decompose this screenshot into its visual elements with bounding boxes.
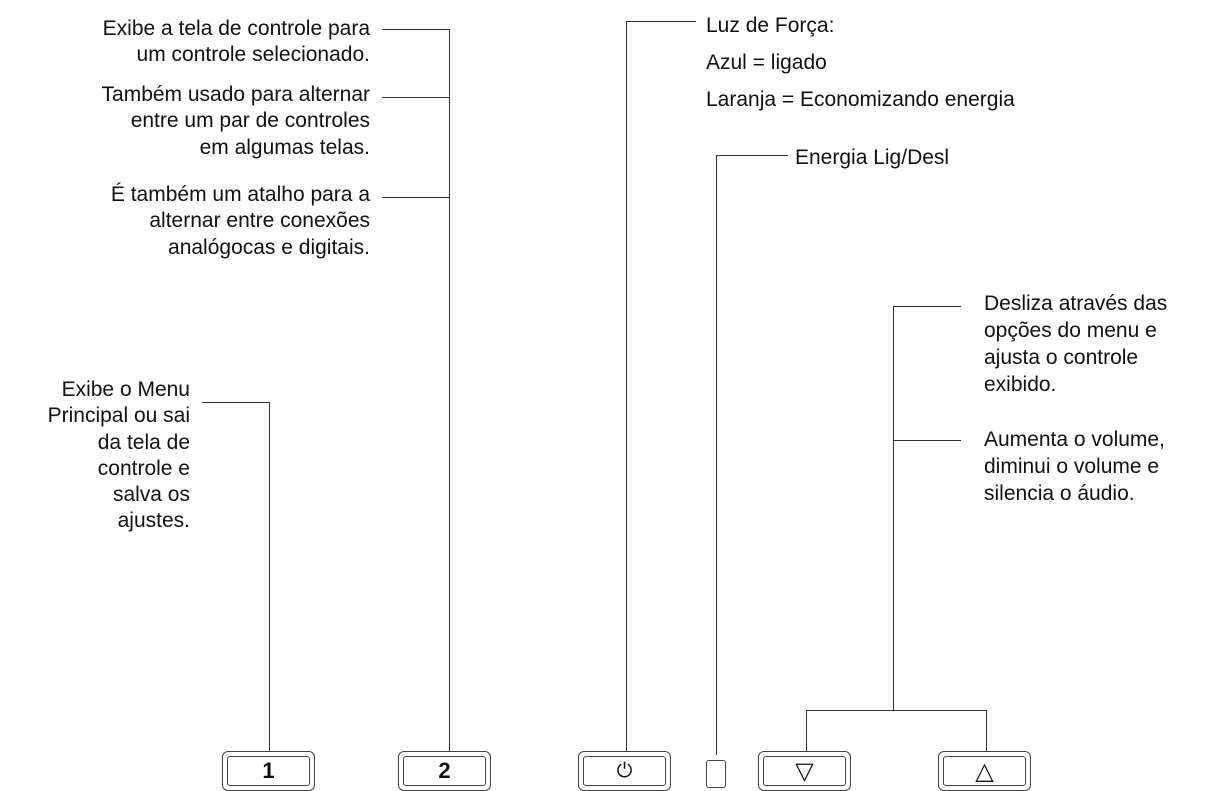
leader-line-shortcut: [382, 197, 450, 198]
annotation-shortcut: É também um atalho para a alternar entre…: [10, 182, 370, 261]
down-arrow-icon: ▽: [763, 756, 846, 786]
annotation-power-switch: Energia Lig/Desl: [795, 146, 950, 169]
annotation-line: Exibe a tela de controle para: [102, 17, 370, 40]
leader-line-scroll: [893, 306, 961, 307]
annotation-line: Luz de Força:: [706, 14, 835, 37]
annotation-line: diminui o volume e: [984, 455, 1160, 478]
annotation-display-screen: Exibe a tela de controle para um control…: [10, 16, 370, 69]
leader-line-arrows-trunk: [893, 306, 894, 710]
button-1-label: 1: [227, 756, 310, 786]
button-2-label: 2: [403, 756, 486, 786]
annotation-line: exibido.: [984, 373, 1057, 396]
leader-line-power-switch: [716, 155, 788, 156]
annotation-volume: Aumenta o volume, diminui o volume e sil…: [984, 426, 1165, 507]
power-led: [706, 760, 726, 788]
annotation-line: alternar entre conexões: [149, 209, 370, 233]
annotation-line: Laranja = Economizando energia: [706, 88, 1015, 111]
annotation-main-menu: Exibe o Menu Principal ou sai da tela de…: [0, 377, 190, 535]
annotation-line: ajustes.: [117, 509, 190, 533]
leader-line-power-button: [626, 21, 627, 754]
leader-line-display-screen: [382, 29, 450, 30]
leader-line-button-1: [269, 402, 270, 754]
leader-line-power-light: [626, 21, 696, 22]
power-button[interactable]: ⏻: [578, 751, 671, 791]
annotation-line: da tela de: [97, 430, 190, 454]
button-2[interactable]: 2: [398, 751, 491, 791]
annotation-line: em algumas telas.: [199, 135, 370, 159]
annotation-line: entre um par de controles: [130, 109, 370, 133]
annotation-line: controle e: [97, 456, 190, 480]
annotation-line: É também um atalho para a: [110, 183, 370, 206]
leader-line-down-button: [806, 710, 807, 754]
annotation-toggle-pair: Também usado para alternar entre um par …: [10, 82, 370, 161]
power-icon: ⏻: [583, 756, 666, 786]
leader-line-toggle-pair: [382, 97, 450, 98]
annotation-line: silencia o áudio.: [984, 482, 1135, 505]
leader-line-volume: [893, 440, 961, 441]
annotation-line: Principal ou sai: [47, 404, 190, 428]
annotation-line: Aumenta o volume,: [984, 428, 1165, 451]
leader-line-arrows-branch: [806, 710, 987, 711]
annotation-line: Azul = ligado: [706, 51, 827, 74]
annotation-line: Desliza através das: [984, 292, 1168, 315]
down-button[interactable]: ▽: [758, 751, 851, 791]
leader-line-up-button: [986, 710, 987, 754]
leader-line-button-2: [449, 29, 450, 754]
annotation-scroll: Desliza através das opções do menu e aju…: [984, 290, 1167, 398]
up-arrow-icon: △: [943, 756, 1026, 786]
annotation-line: Também usado para alternar: [101, 83, 370, 106]
annotation-line: ajusta o controle: [984, 346, 1139, 369]
annotation-line: Exibe o Menu: [61, 378, 190, 401]
leader-line-main-menu: [202, 402, 270, 403]
annotation-line: salva os: [112, 483, 190, 506]
up-button[interactable]: △: [938, 751, 1031, 791]
annotation-power-light: Luz de Força: Azul = ligado Laranja = Ec…: [706, 7, 1015, 118]
leader-line-power-led: [716, 155, 717, 755]
annotation-line: um controle selecionado.: [136, 43, 370, 67]
annotation-line: analógocas e digitais.: [168, 235, 370, 259]
button-1[interactable]: 1: [222, 751, 315, 791]
annotation-line: opções do menu e: [984, 319, 1157, 342]
